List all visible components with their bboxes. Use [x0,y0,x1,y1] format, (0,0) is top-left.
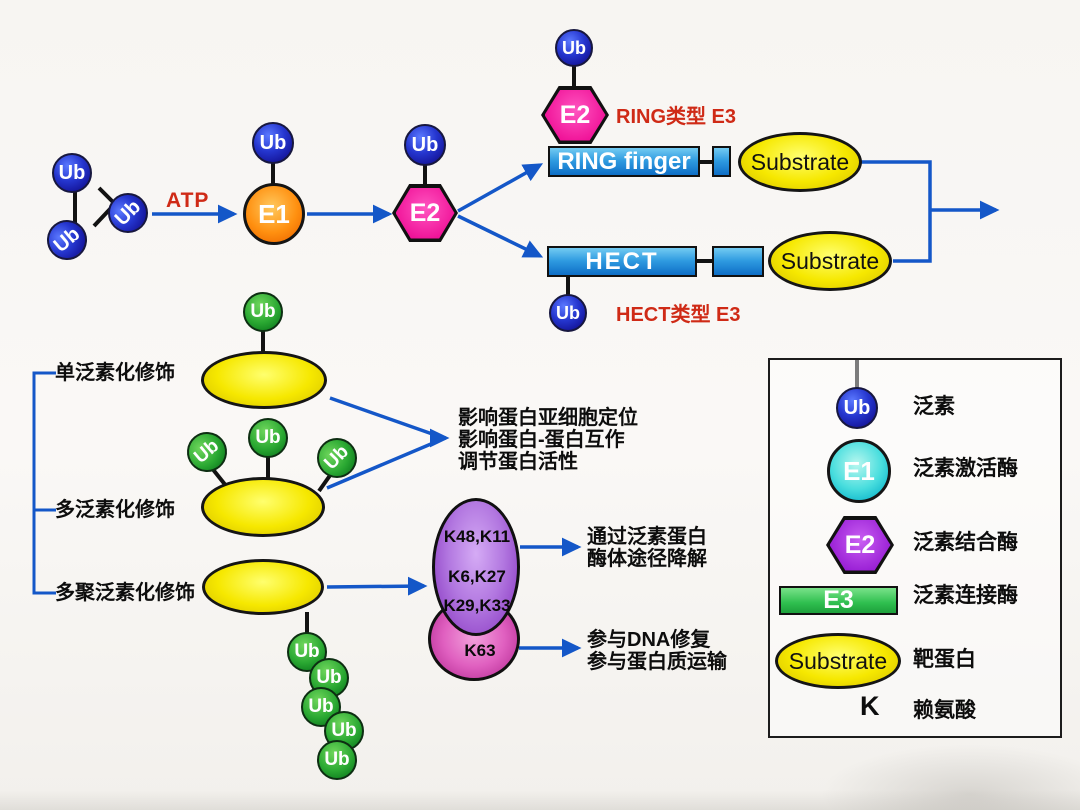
green-ub-multi: Ub [248,418,288,458]
ub-label: Ub [308,696,334,717]
legend-e1-symbol: E1 [827,439,891,503]
substrate-ring: Substrate [738,132,862,192]
ub-on-e2: Ub [404,124,446,166]
legend-lysine-symbol: K [860,691,880,721]
legend-e2-label: 泛素结合酶 [913,531,1018,554]
poly-target-protein [202,559,324,615]
green-ub-mono: Ub [243,292,283,332]
ub-label: Ub [110,195,145,230]
lysine-sites-ellipse [432,498,520,636]
lysine-site-k48: K48,K11 [443,527,511,546]
effect-line: 调节蛋白活性 [458,451,578,473]
effect-line: 影响蛋白亚细胞定位 [458,407,638,429]
ub-label: Ub [294,641,320,662]
hect-label: HECT [585,247,659,275]
ub-on-hect: Ub [549,294,587,332]
arrow-e2-hect [457,214,544,258]
legend-e3-label: 泛素连接酶 [913,584,1018,607]
e1-label: E1 [258,198,290,229]
hect-type-e3-label: HECT类型 E3 [616,304,741,326]
ring-linker-domain [712,146,731,177]
poly-ubiquitination-label: 多聚泛素化修饰 [55,582,195,604]
legend-ub-label: 泛素 [913,395,955,418]
atp-label: ATP [166,189,210,212]
ub-label: Ub [49,222,84,257]
lysine-site-k6: K6,K27 [448,567,506,586]
lysine-site-k29: K29,K33 [443,596,511,615]
arrow-e2-ring [457,163,544,213]
ub-label: Ub [562,37,586,58]
ub-label: Ub [190,435,224,468]
substrate-label: Substrate [788,647,888,674]
effect-line: 影响蛋白-蛋白互作 [458,429,625,451]
ring-finger-label: RING finger [557,147,691,175]
green-ub-chain: Ub [317,740,357,780]
e1-label: E1 [843,455,875,486]
ub-label: Ub [255,427,281,448]
green-ub-chain: Ub [301,687,341,727]
ub-label: Ub [843,396,871,419]
e2-on-ring-hexagon: E2 [541,86,609,144]
e3-label: E3 [823,586,854,614]
substrate-label: Substrate [750,148,850,175]
ub-molecule: Ub [52,153,92,193]
degradation-line: 通过泛素蛋白 [587,526,707,548]
substrate-hect: Substrate [768,231,892,291]
degradation-text: 通过泛素蛋白 酶体途径降解 [587,526,707,570]
legend-lysine-label: 赖氨酸 [913,699,976,722]
ub-label: Ub [316,667,342,688]
e2-label: E2 [844,530,876,559]
bottom-shading [0,790,1080,810]
ring-type-e3-label: RING类型 E3 [616,106,737,128]
ub-on-e1: Ub [252,122,294,164]
ub-label: Ub [320,441,354,475]
blue-flow-arrows [152,160,1000,658]
ub-label: Ub [324,749,350,770]
ub-label: Ub [556,302,580,323]
legend-e1-label: 泛素激活酶 [913,457,1018,480]
degradation-line: 酶体途径降解 [587,548,707,570]
legend-ub-symbol: Ub [836,387,878,429]
ub-on-ring-e2: Ub [555,29,593,67]
mono-ubiquitination-label: 单泛素化修饰 [55,362,175,384]
ub-label: Ub [259,131,287,154]
corner-shading [820,744,1080,810]
effects-text: 影响蛋白亚细胞定位 影响蛋白-蛋白互作 调节蛋白活性 [458,407,638,473]
multi-ubiquitination-label: 多泛素化修饰 [55,499,175,521]
hect-domain: HECT [547,246,697,277]
ub-label: Ub [58,161,86,184]
ub-label: Ub [250,301,276,322]
legend-substrate-label: 靶蛋白 [913,648,976,671]
e2-hexagon: E2 [392,184,458,242]
arrow-poly-lysine [326,576,428,596]
e2-label: E2 [409,198,441,227]
legend-e2-symbol: E2 [826,516,894,574]
ub-label: Ub [331,720,357,741]
e1-enzyme: E1 [243,183,305,245]
hect-linker-domain [712,246,764,277]
lysine-site-k63: K63 [464,641,496,660]
mono-target-protein [201,351,327,409]
ring-finger-domain: RING finger [548,146,700,177]
k63-function-line: 参与蛋白质运输 [587,651,727,673]
green-ub-chain: Ub [287,632,327,672]
substrate-label: Substrate [780,247,880,274]
legend-substrate-symbol: Substrate [775,633,901,689]
k63-function-line: 参与DNA修复 [587,629,711,651]
ub-label: Ub [411,133,439,156]
modification-bracket [32,371,56,595]
k63-function-text: 参与DNA修复 参与蛋白质运输 [587,629,727,673]
multi-target-protein [201,477,325,537]
legend-e3-symbol: E3 [779,586,898,615]
e2-label: E2 [559,100,591,129]
